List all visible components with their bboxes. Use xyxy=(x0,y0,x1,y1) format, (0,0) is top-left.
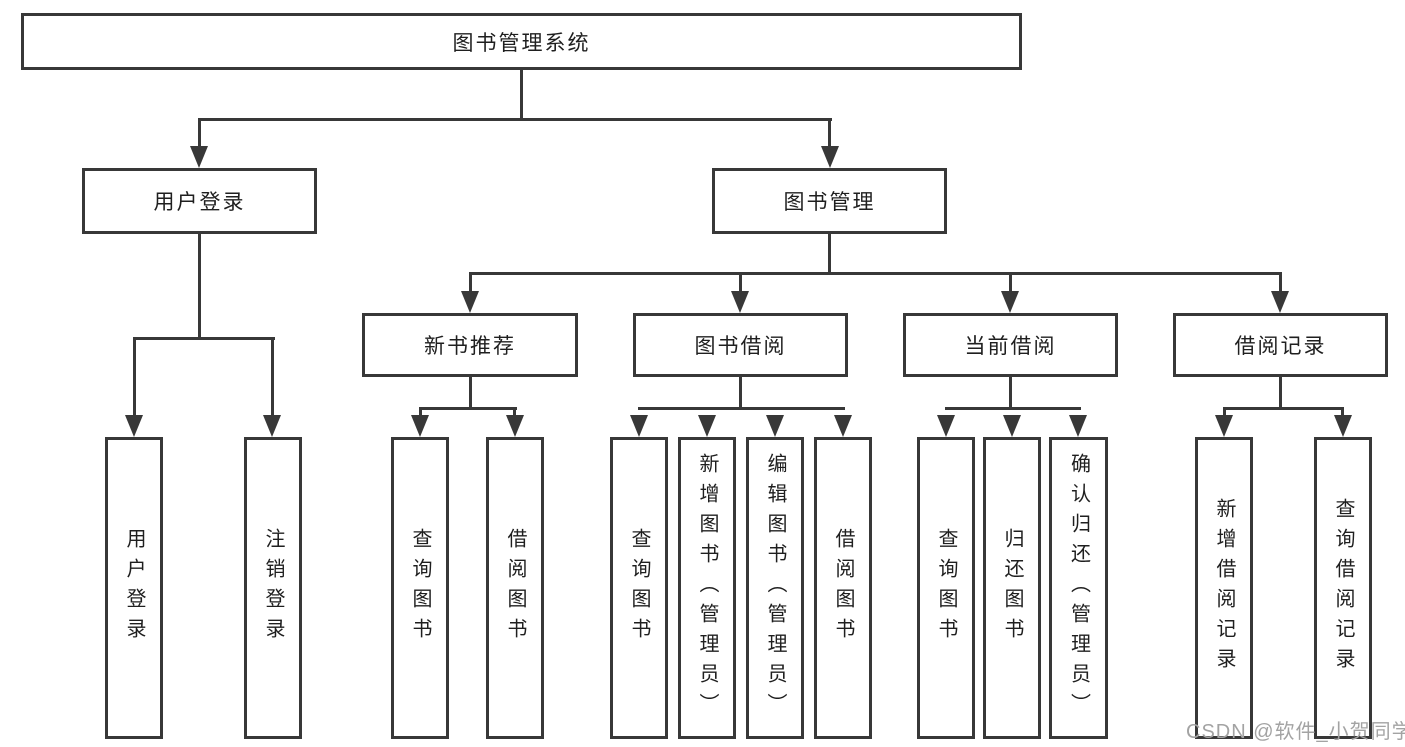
connector-line xyxy=(945,407,1081,410)
node-book-borrowing: 图书借阅 xyxy=(633,313,848,377)
leaf-logout: 注销登录 xyxy=(244,437,302,739)
leaf-label: 查询图书 xyxy=(935,528,957,648)
connector-line xyxy=(739,272,742,293)
connector-line xyxy=(469,377,472,410)
leaf-label: 查询图书 xyxy=(409,528,431,648)
node-new-book-recommend: 新书推荐 xyxy=(362,313,578,377)
connector-line xyxy=(1223,407,1344,410)
arrowhead-icon xyxy=(698,415,716,437)
leaf-label: 借阅图书 xyxy=(504,528,526,648)
leaf-label: 新增图书（管理员） xyxy=(696,453,718,723)
watermark-text: CSDN @软件_小贺同学 xyxy=(1186,721,1405,743)
arrowhead-icon xyxy=(1001,291,1019,313)
leaf-label: 用户登录 xyxy=(123,528,145,648)
leaf-label: 查询借阅记录 xyxy=(1332,498,1354,678)
arrowhead-icon xyxy=(263,415,281,437)
arrowhead-icon xyxy=(937,415,955,437)
node-borrowing-records: 借阅记录 xyxy=(1173,313,1388,377)
connector-line xyxy=(1341,407,1344,419)
connector-line xyxy=(1009,272,1012,293)
connector-line xyxy=(198,118,201,150)
leaf-borrow-edit-books-admin: 编辑图书（管理员） xyxy=(746,437,804,739)
leaf-borrow-query-books: 查询图书 xyxy=(610,437,668,739)
arrowhead-icon xyxy=(834,415,852,437)
leaf-records-query-record: 查询借阅记录 xyxy=(1314,437,1372,739)
arrowhead-icon xyxy=(766,415,784,437)
arrowhead-icon xyxy=(1271,291,1289,313)
leaf-current-confirm-return-admin: 确认归还（管理员） xyxy=(1049,437,1108,739)
arrowhead-icon xyxy=(125,415,143,437)
arrowhead-icon xyxy=(1215,415,1233,437)
connector-line xyxy=(1223,407,1226,419)
leaf-current-return-books: 归还图书 xyxy=(983,437,1041,739)
arrowhead-icon xyxy=(190,146,208,168)
leaf-label: 确认归还（管理员） xyxy=(1067,453,1090,723)
connector-line xyxy=(133,337,275,340)
connector-line xyxy=(198,118,832,121)
leaf-records-add-record: 新增借阅记录 xyxy=(1195,437,1253,739)
arrowhead-icon xyxy=(1003,415,1021,437)
node-current-borrowing: 当前借阅 xyxy=(903,313,1118,377)
leaf-user-login: 用户登录 xyxy=(105,437,163,739)
arrowhead-icon xyxy=(630,415,648,437)
connector-line xyxy=(133,337,136,419)
arrowhead-icon xyxy=(821,146,839,168)
connector-line xyxy=(1279,272,1282,293)
leaf-label: 新增借阅记录 xyxy=(1213,498,1235,678)
connector-line xyxy=(513,407,516,419)
connector-line xyxy=(198,233,201,340)
connector-line xyxy=(271,337,274,419)
leaf-label: 编辑图书（管理员） xyxy=(764,453,786,723)
arrowhead-icon xyxy=(1334,415,1352,437)
connector-line xyxy=(828,233,831,275)
node-user-login: 用户登录 xyxy=(82,168,317,234)
connector-line xyxy=(1009,377,1012,410)
leaf-borrow-borrow-books: 借阅图书 xyxy=(814,437,872,739)
leaf-label: 归还图书 xyxy=(1001,528,1023,648)
leaf-recommend-query-books: 查询图书 xyxy=(391,437,449,739)
connector-line xyxy=(638,407,845,410)
arrowhead-icon xyxy=(461,291,479,313)
connector-line xyxy=(1279,377,1282,410)
leaf-recommend-borrow-books: 借阅图书 xyxy=(486,437,544,739)
arrowhead-icon xyxy=(731,291,749,313)
node-book-management: 图书管理 xyxy=(712,168,947,234)
connector-line xyxy=(419,407,517,410)
node-library-management-system: 图书管理系统 xyxy=(21,13,1022,70)
connector-line xyxy=(469,272,472,293)
connector-line xyxy=(469,272,1282,275)
arrowhead-icon xyxy=(1069,415,1087,437)
arrowhead-icon xyxy=(411,415,429,437)
arrowhead-icon xyxy=(506,415,524,437)
connector-line xyxy=(828,118,831,150)
connector-line xyxy=(419,407,422,419)
connector-line xyxy=(520,69,523,121)
leaf-label: 注销登录 xyxy=(262,528,284,648)
leaf-label: 借阅图书 xyxy=(832,528,854,648)
leaf-current-query-books: 查询图书 xyxy=(917,437,975,739)
connector-line xyxy=(739,377,742,410)
leaf-borrow-add-books-admin: 新增图书（管理员） xyxy=(678,437,736,739)
leaf-label: 查询图书 xyxy=(628,528,650,648)
